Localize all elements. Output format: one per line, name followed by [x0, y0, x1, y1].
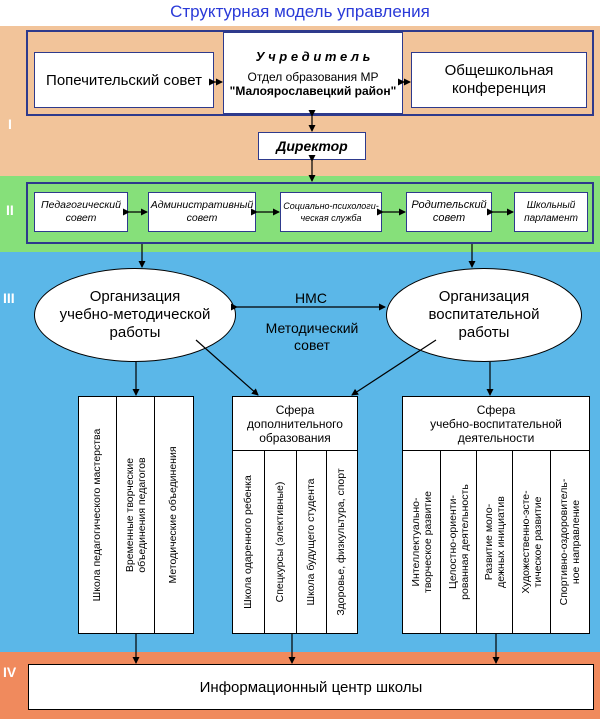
level3-label: III: [3, 290, 15, 306]
founder-line1: Отдел образования МР: [247, 69, 379, 84]
founder-heading: У ч р е д и т е л ь: [255, 48, 371, 64]
column2-heading: Сфера дополнительного образования: [232, 396, 358, 452]
pedagogical-council-label: Педагогический совет: [41, 199, 121, 224]
social-psych-service-label: Социально-психологи- ческая служба: [283, 201, 379, 223]
level4-label: IV: [3, 664, 17, 680]
trustee-council: Попечительский совет: [34, 52, 214, 108]
column2-cell-4: [326, 450, 358, 634]
column3-cell-3: [476, 450, 514, 634]
column3-cell-1: [402, 450, 442, 634]
parent-council: Родительский совет: [406, 192, 492, 232]
pedagogical-council: Педагогический совет: [34, 192, 128, 232]
column1-cell-3: [154, 396, 194, 634]
school-parliament: Школьный парламент: [514, 192, 588, 232]
info-center-label: Информационный центр школы: [199, 678, 423, 696]
column2-cell-3: [296, 450, 328, 634]
level2-label: II: [6, 202, 14, 218]
methodical-council-label: Методический совет: [265, 320, 359, 353]
school-conference-label: Общешкольная конференция: [444, 62, 554, 97]
parent-council-label: Родительский совет: [411, 199, 487, 224]
column2-heading-label: Сфера дополнительного образования: [247, 403, 343, 445]
founder-line2: "Малоярославецкий район": [229, 83, 397, 98]
level1-label: I: [8, 116, 12, 132]
school-conference: Общешкольная конференция: [411, 52, 587, 108]
info-center-box: Информационный центр школы: [28, 664, 594, 710]
nms-label: НМС: [295, 290, 327, 306]
column3-cell-5: [550, 450, 590, 634]
administrative-council: Административный совет: [148, 192, 256, 232]
column2-cell-1: [232, 450, 266, 634]
methodical-work-label: Организация учебно-методической работы: [59, 288, 211, 341]
educational-work-oval: Организация воспитательной работы: [386, 268, 582, 362]
school-parliament-label: Школьный парламент: [524, 200, 578, 224]
column3-heading-label: Сфера учебно-воспитательной деятельности: [430, 403, 562, 445]
column1-cell-1: [78, 396, 118, 634]
trustee-council-label: Попечительский совет: [46, 71, 202, 89]
column3-cell-2: [440, 450, 478, 634]
director-label: Директор: [276, 138, 348, 154]
administrative-council-label: Административный совет: [150, 199, 254, 224]
page-title: Структурная модель управления: [170, 2, 430, 21]
social-psych-service: Социально-психологи- ческая служба: [280, 192, 382, 232]
column1-cell-2: [116, 396, 156, 634]
educational-work-label: Организация воспитательной работы: [428, 288, 540, 341]
